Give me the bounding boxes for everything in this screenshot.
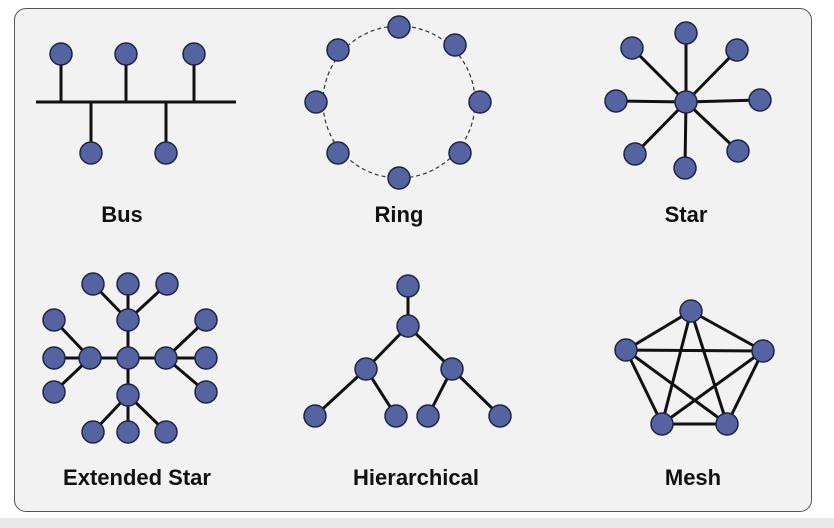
star-link bbox=[685, 98, 761, 104]
bus-node bbox=[49, 42, 73, 66]
hierarchical-leaf-node bbox=[384, 404, 408, 428]
label-ring: Ring bbox=[374, 202, 424, 227]
star-node bbox=[623, 142, 647, 166]
mesh-link bbox=[624, 349, 664, 425]
hierarchical-node bbox=[440, 357, 464, 381]
mesh-link bbox=[661, 349, 764, 426]
bus-topology bbox=[36, 42, 236, 165]
star-node bbox=[725, 38, 749, 62]
mesh-topology bbox=[614, 299, 775, 436]
extended-star-node bbox=[81, 420, 105, 444]
label-bus: Bus bbox=[101, 202, 143, 227]
label-mesh: Mesh bbox=[664, 465, 722, 490]
bottom-strip bbox=[0, 518, 834, 528]
ring-node bbox=[304, 90, 328, 114]
extended-star-node bbox=[42, 346, 66, 370]
hierarchical-leaf-node bbox=[303, 404, 327, 428]
mesh-link bbox=[690, 309, 764, 353]
star-node bbox=[620, 36, 644, 60]
extended-star-node bbox=[155, 272, 179, 296]
ring-topology bbox=[304, 15, 492, 190]
extended-star-subhub-node bbox=[154, 346, 178, 370]
bus-node bbox=[154, 141, 178, 165]
bus-node bbox=[182, 42, 206, 66]
extended-star-hub-node bbox=[116, 346, 140, 370]
star-link bbox=[684, 100, 740, 153]
label-hierarchical: Hierarchical bbox=[353, 465, 479, 490]
star-node bbox=[748, 88, 772, 112]
extended-star-node bbox=[194, 308, 218, 332]
extended-star-node bbox=[194, 346, 218, 370]
label-extended-star: Extended Star bbox=[63, 465, 211, 490]
mesh-link bbox=[625, 348, 764, 353]
extended-star-node bbox=[194, 380, 218, 404]
mesh-link bbox=[625, 309, 692, 352]
mesh-link bbox=[660, 310, 693, 425]
extended-star-node bbox=[116, 272, 140, 296]
star-topology bbox=[604, 21, 772, 180]
bus-node bbox=[114, 42, 138, 66]
mesh-link bbox=[725, 350, 765, 425]
ring-node bbox=[387, 166, 411, 190]
extended-star-node bbox=[42, 380, 66, 404]
hierarchical-node bbox=[354, 357, 378, 381]
ring-node bbox=[468, 90, 492, 114]
mesh-link bbox=[689, 310, 729, 425]
star-link bbox=[630, 46, 688, 104]
ring-node bbox=[448, 141, 472, 165]
mesh-node bbox=[614, 338, 638, 362]
ring-node bbox=[387, 15, 411, 39]
star-link bbox=[684, 48, 739, 104]
extended-star-node bbox=[42, 308, 66, 332]
extended-star-node bbox=[81, 272, 105, 296]
extended-star-subhub-node bbox=[78, 346, 102, 370]
hierarchical-leaf-node bbox=[488, 404, 512, 428]
star-link bbox=[633, 100, 688, 156]
bus-node bbox=[79, 141, 103, 165]
star-node bbox=[726, 139, 750, 163]
diagram-panel bbox=[14, 8, 812, 512]
extended-star-node bbox=[116, 420, 140, 444]
star-node bbox=[674, 21, 698, 45]
star-node bbox=[673, 156, 697, 180]
ring-node bbox=[326, 38, 350, 62]
extended-star-subhub-node bbox=[116, 308, 140, 332]
hierarchical-topology bbox=[303, 274, 512, 428]
label-star: Star bbox=[664, 202, 708, 227]
mesh-link bbox=[625, 348, 728, 426]
mesh-node bbox=[751, 339, 775, 363]
mesh-node bbox=[679, 299, 703, 323]
extended-star-topology bbox=[42, 272, 218, 444]
star-node bbox=[604, 89, 628, 113]
ring-node bbox=[443, 33, 467, 57]
hierarchical-node bbox=[396, 314, 420, 338]
ring-node bbox=[326, 141, 350, 165]
star-hub-node bbox=[674, 90, 698, 114]
mesh-node bbox=[650, 412, 674, 436]
extended-star-subhub-node bbox=[116, 383, 140, 407]
extended-star-node bbox=[154, 420, 178, 444]
hierarchical-leaf-node bbox=[416, 404, 440, 428]
mesh-node bbox=[715, 412, 739, 436]
hierarchical-root-node bbox=[396, 274, 420, 298]
